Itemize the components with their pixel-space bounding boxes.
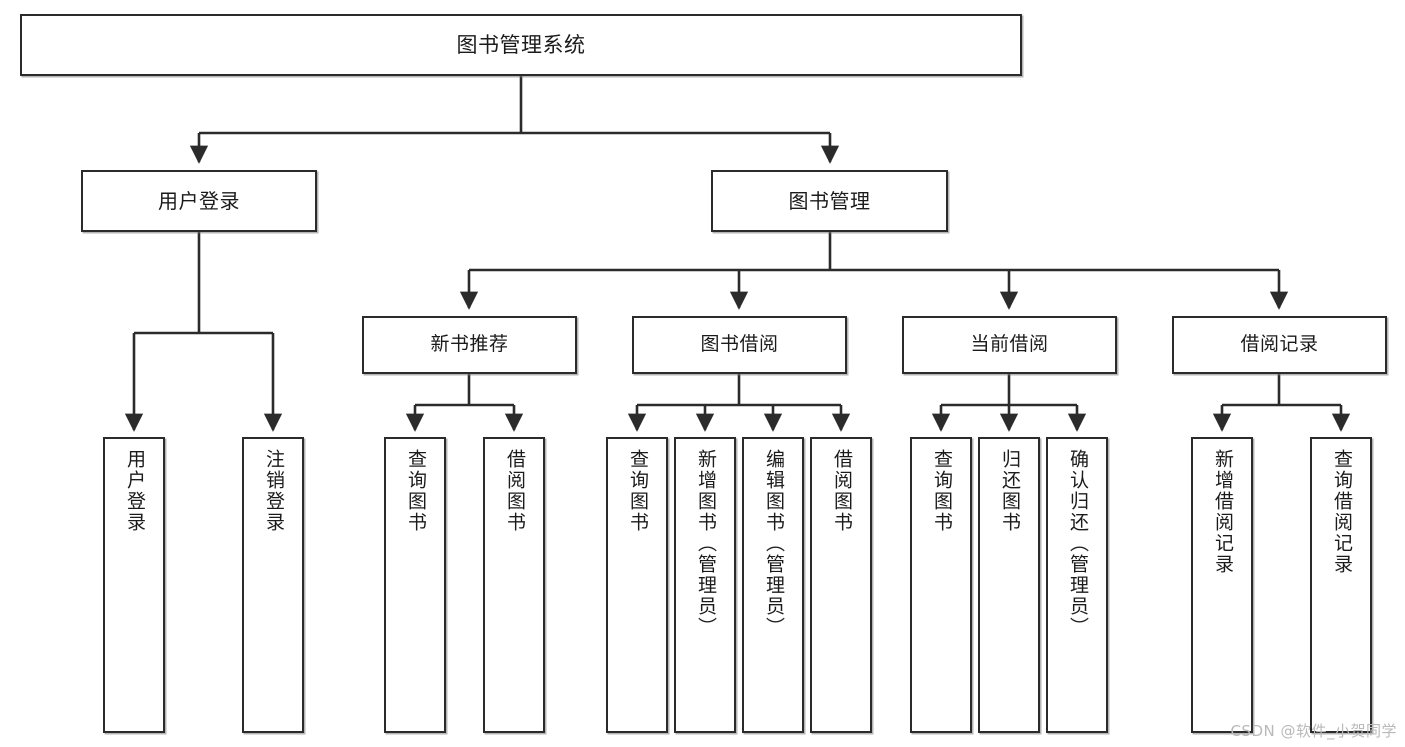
node-new-book-recommend-label: 新书推荐 xyxy=(430,333,509,356)
node-leaf-query-book-3-label: 查询图书 xyxy=(930,449,953,533)
node-new-book-recommend[interactable]: 新书推荐 xyxy=(362,316,577,374)
node-leaf-user-login-label: 用户登录 xyxy=(123,449,146,533)
node-leaf-query-book-2[interactable]: 查询图书 xyxy=(606,437,668,733)
node-leaf-borrow-book-2-label: 借阅图书 xyxy=(830,449,853,533)
node-leaf-confirm-return-label: 确认归还（管理员） xyxy=(1066,449,1089,638)
node-leaf-confirm-return[interactable]: 确认归还（管理员） xyxy=(1046,437,1108,733)
node-root[interactable]: 图书管理系统 xyxy=(20,14,1022,76)
node-leaf-borrow-book-1-label: 借阅图书 xyxy=(503,449,526,533)
node-leaf-query-record-label: 查询借阅记录 xyxy=(1330,449,1353,575)
csdn-watermark: CSDN @软件_小贺同学 xyxy=(1230,722,1397,740)
node-leaf-borrow-book-1[interactable]: 借阅图书 xyxy=(483,437,545,733)
node-borrow-record[interactable]: 借阅记录 xyxy=(1172,316,1387,374)
node-leaf-query-book-3[interactable]: 查询图书 xyxy=(910,437,972,733)
node-leaf-add-record[interactable]: 新增借阅记录 xyxy=(1191,437,1253,733)
node-leaf-add-book-label: 新增图书（管理员） xyxy=(694,449,717,638)
node-leaf-borrow-book-2[interactable]: 借阅图书 xyxy=(810,437,872,733)
node-current-borrow-label: 当前借阅 xyxy=(970,333,1049,356)
node-book-manage-label: 图书管理 xyxy=(788,188,871,213)
node-book-borrow-label: 图书借阅 xyxy=(700,333,779,356)
node-leaf-query-book-1-label: 查询图书 xyxy=(404,449,427,533)
node-leaf-query-record[interactable]: 查询借阅记录 xyxy=(1310,437,1372,733)
node-leaf-user-login[interactable]: 用户登录 xyxy=(103,437,165,733)
node-book-manage[interactable]: 图书管理 xyxy=(711,170,948,232)
node-leaf-edit-book-label: 编辑图书（管理员） xyxy=(762,449,785,638)
node-leaf-edit-book[interactable]: 编辑图书（管理员） xyxy=(742,437,804,733)
node-leaf-logout[interactable]: 注销登录 xyxy=(242,437,304,733)
node-user-login[interactable]: 用户登录 xyxy=(81,170,317,232)
node-leaf-return-book[interactable]: 归还图书 xyxy=(978,437,1040,733)
node-current-borrow[interactable]: 当前借阅 xyxy=(902,316,1117,374)
node-user-login-label: 用户登录 xyxy=(158,188,240,213)
node-leaf-add-book[interactable]: 新增图书（管理员） xyxy=(674,437,736,733)
node-leaf-add-record-label: 新增借阅记录 xyxy=(1211,449,1234,575)
node-book-borrow[interactable]: 图书借阅 xyxy=(632,316,847,374)
node-root-label: 图书管理系统 xyxy=(456,32,586,57)
node-borrow-record-label: 借阅记录 xyxy=(1240,333,1319,356)
node-leaf-return-book-label: 归还图书 xyxy=(998,449,1021,533)
node-leaf-logout-label: 注销登录 xyxy=(262,449,285,533)
node-leaf-query-book-1[interactable]: 查询图书 xyxy=(384,437,446,733)
node-leaf-query-book-2-label: 查询图书 xyxy=(626,449,649,533)
